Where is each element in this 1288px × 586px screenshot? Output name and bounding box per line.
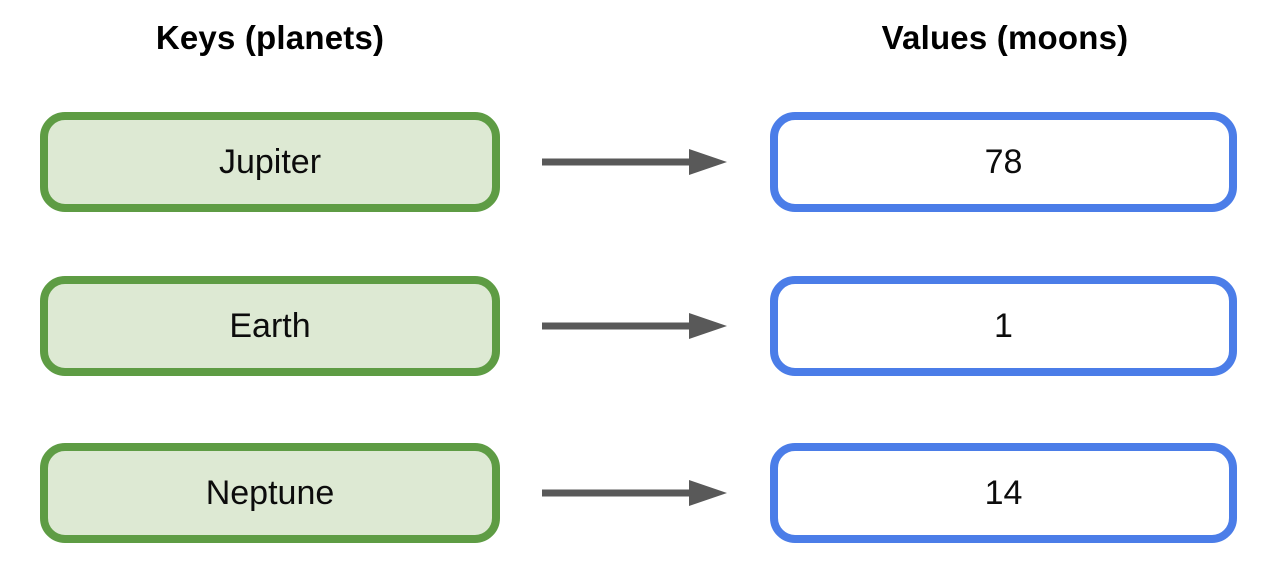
key-label: Earth [229,306,311,345]
arrow-right-icon [542,149,727,175]
key-label: Neptune [205,473,335,512]
value-label: 78 [984,142,1023,181]
arrow-right-icon [542,313,727,339]
value-box-neptune: 14 [770,443,1237,543]
value-box-earth: 1 [770,276,1237,376]
key-label: Jupiter [218,142,322,181]
mapping-row: Jupiter 78 [0,112,1288,212]
value-label: 1 [994,306,1013,345]
values-column-header: Values (moons) [881,19,1129,56]
mapping-row: Earth 1 [0,276,1288,376]
value-label: 14 [984,473,1023,512]
mapping-row: Neptune 14 [0,443,1288,543]
keys-column-header: Keys (planets) [155,19,385,56]
key-box-jupiter: Jupiter [40,112,500,212]
arrow-right-icon [542,480,727,506]
key-box-neptune: Neptune [40,443,500,543]
value-box-jupiter: 78 [770,112,1237,212]
key-box-earth: Earth [40,276,500,376]
